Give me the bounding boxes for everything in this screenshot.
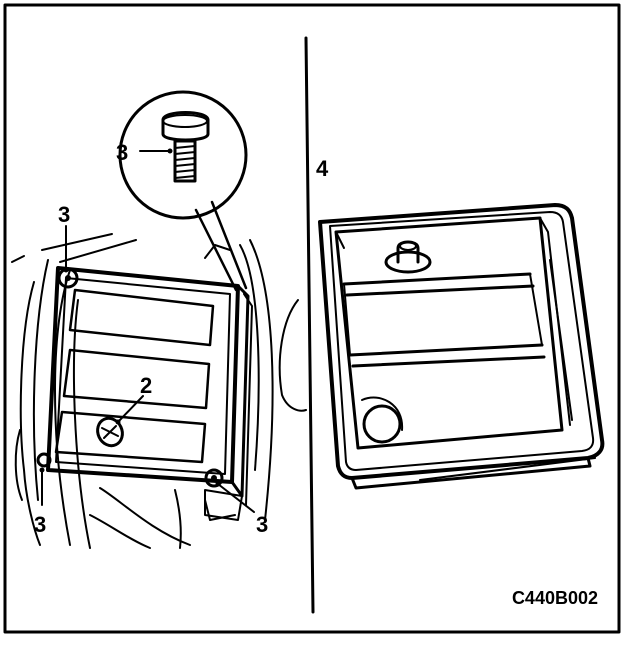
- callout-bolt-bottom-left: 3: [34, 512, 46, 537]
- callout-bolt-bottom-right: 3: [256, 512, 268, 537]
- figure-code: C440B002: [512, 588, 598, 608]
- magnet-boss-icon: [384, 240, 432, 274]
- frame-border: [3, 3, 621, 634]
- callout-bolt-top-left: 3: [58, 202, 70, 227]
- callout-drain-plug: 2: [140, 373, 152, 398]
- panel-divider: [304, 36, 315, 614]
- drain-plug-icon: [96, 416, 124, 448]
- drain-hole-icon: [361, 396, 404, 444]
- bolt-bottom-right-icon: [204, 468, 224, 488]
- callout-leaders: [39, 148, 255, 513]
- removed-oil-pan: [318, 203, 605, 490]
- installed-oil-pan: [46, 266, 253, 521]
- right-panel-removed-pan: 4: [316, 156, 605, 490]
- left-panel-installed-view: 3 3 3 3 2: [11, 90, 307, 549]
- vehicle-body-lines: [11, 233, 307, 549]
- callout-pan-view: 4: [316, 156, 329, 181]
- bolt-bottom-left-icon: [36, 452, 52, 468]
- bolt-detail-inset: [118, 90, 248, 292]
- callout-bolt-detail: 3: [116, 140, 128, 165]
